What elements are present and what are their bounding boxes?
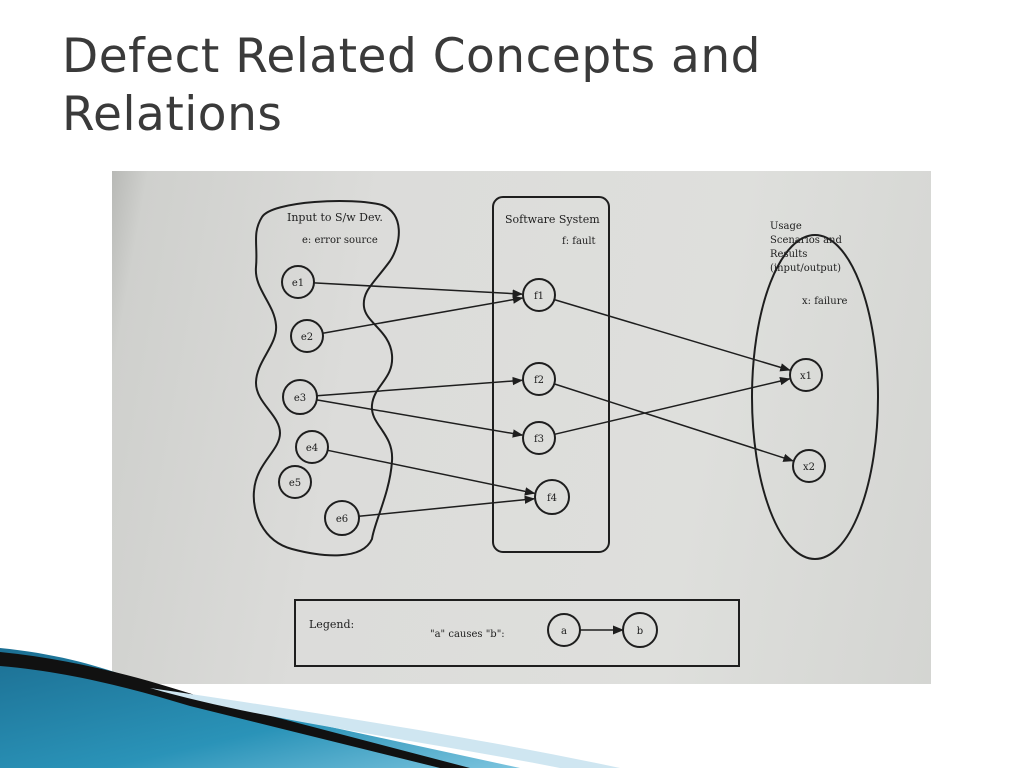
node-e5-label: e5: [289, 478, 301, 489]
edge-e3-to-f3: [316, 399, 524, 438]
node-f1: [522, 278, 556, 312]
diagram-photo: Input to S/w Dev. e: error source Softwa…: [112, 171, 931, 684]
edge-e2-to-f1: [322, 295, 524, 334]
node-f2: [522, 362, 556, 396]
edge-f3-to-x1: [554, 376, 791, 436]
node-f4: [534, 479, 570, 515]
legend-title: Legend:: [309, 618, 354, 631]
node-e4: [295, 430, 329, 464]
edge-e1-to-f1: [313, 282, 524, 298]
input-group-title: Input to S/w Dev.: [287, 211, 383, 224]
node-e5: [278, 465, 312, 499]
node-layer: e1 e2 e3 e4 e5 e6 f1 f2 f3 f4 x1 x2: [278, 265, 826, 536]
edge-f2-to-x2: [553, 383, 794, 462]
edge-layer: [313, 282, 794, 518]
slide-title: Defect Related Concepts and Relations: [62, 28, 962, 144]
node-e6-label: e6: [336, 514, 348, 525]
node-f1-label: f1: [534, 291, 544, 302]
node-e6: [324, 500, 360, 536]
node-e2-label: e2: [301, 332, 313, 343]
edge-e4-to-f4: [327, 449, 536, 496]
slide-title-line2: Relations: [62, 87, 283, 142]
usage-group-title-line4: (input/output): [770, 263, 841, 274]
legend-node-a-label: a: [561, 626, 567, 637]
node-f4-label: f4: [547, 493, 557, 504]
node-x2: [792, 449, 826, 483]
usage-group-title-line2: Scenarios and: [770, 235, 842, 246]
edge-e6-to-f4: [358, 495, 536, 518]
node-f2-label: f2: [534, 375, 544, 386]
usage-group-boundary: [751, 234, 879, 560]
node-e3-label: e3: [294, 393, 306, 404]
edge-f1-to-x1: [554, 298, 791, 372]
legend-caption: "a" causes "b":: [430, 629, 505, 640]
node-e3: [282, 379, 318, 415]
node-f3-label: f3: [534, 434, 544, 445]
legend-box: [294, 599, 740, 667]
legend-node-b-label: b: [637, 626, 643, 637]
usage-group-title-line3: Results: [770, 249, 807, 260]
node-f3: [522, 421, 556, 455]
usage-group-subtitle: x: failure: [802, 296, 847, 307]
slide-title-line1: Defect Related Concepts and: [62, 29, 761, 84]
usage-group-title-line1: Usage: [770, 221, 802, 232]
edge-e3-to-f2: [316, 376, 524, 397]
node-e2: [290, 319, 324, 353]
node-e1-label: e1: [292, 278, 304, 289]
system-group-boundary: [492, 196, 610, 553]
defect-relations-diagram: Input to S/w Dev. e: error source Softwa…: [252, 196, 879, 667]
node-x1-label: x1: [800, 371, 812, 382]
system-group-title: Software System: [505, 213, 600, 226]
input-group-boundary: [252, 200, 400, 557]
input-group-subtitle: e: error source: [302, 235, 378, 246]
node-e1: [281, 265, 315, 299]
node-x1: [789, 358, 823, 392]
system-group-subtitle: f: fault: [562, 236, 596, 247]
node-x2-label: x2: [803, 462, 815, 473]
legend-node-b: [622, 612, 658, 648]
node-e4-label: e4: [306, 443, 318, 454]
